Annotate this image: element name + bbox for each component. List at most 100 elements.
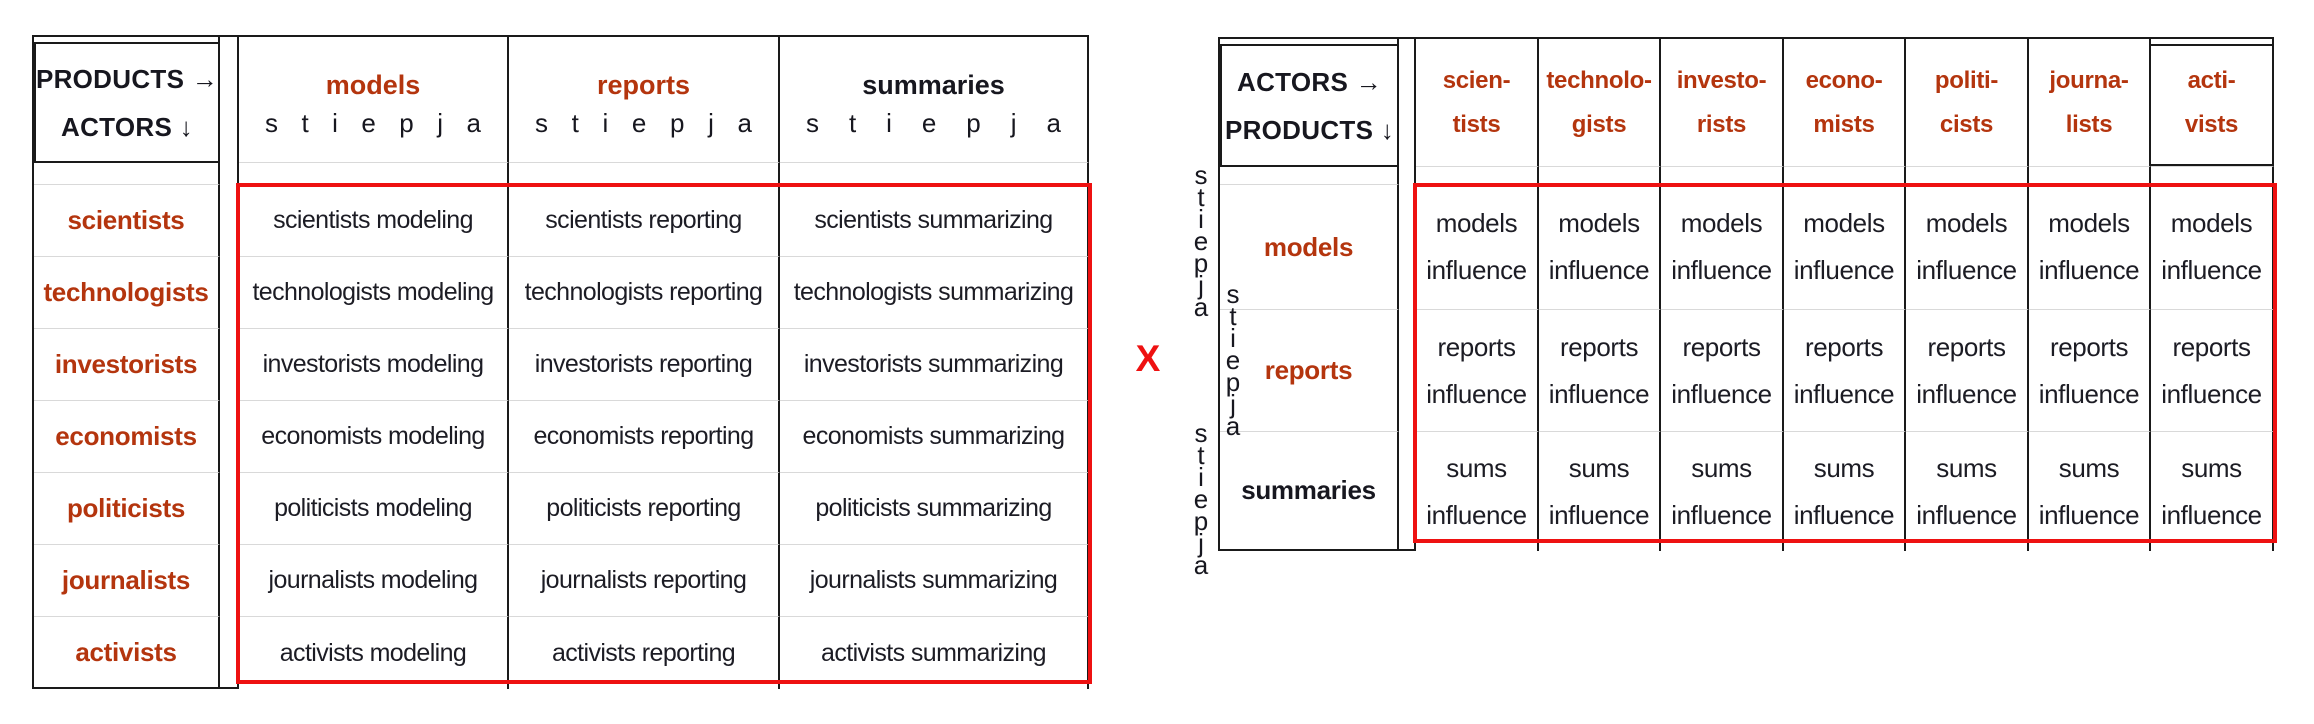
letter: s — [1226, 279, 1240, 309]
corner-header-box: ACTORS → PRODUCTS ↓ — [1220, 44, 1399, 167]
data-cell: activists reporting — [509, 617, 780, 689]
spacer-cell — [1906, 167, 2029, 185]
letter: i — [1198, 462, 1204, 492]
spacer-cell — [2029, 167, 2151, 185]
spacer-cell — [239, 163, 509, 185]
gap-cell — [220, 617, 239, 689]
gap-cell — [1399, 39, 1416, 167]
letter: t — [1229, 301, 1237, 331]
letter: t — [848, 108, 857, 138]
column-header-label: models — [325, 70, 421, 100]
data-cell: politicists modeling — [239, 473, 509, 545]
data-cell: technologists reporting — [509, 257, 780, 329]
data-cell: politicists summarizing — [780, 473, 1089, 545]
spacer-cell — [1539, 167, 1661, 185]
letter: t — [301, 108, 309, 138]
letter: p — [399, 108, 414, 138]
letter: a — [1193, 292, 1209, 322]
column-header-scientists: scien- tists — [1416, 39, 1539, 167]
row-label-scientists: scientists — [34, 185, 220, 257]
spacer-cell — [1784, 167, 1906, 185]
actors-products-table: ACTORS → PRODUCTS ↓ scien- tists technol… — [1194, 37, 2277, 578]
letter: s — [806, 108, 819, 138]
row-label-activists: activists — [34, 617, 220, 689]
row-label-reports: reports — [1220, 310, 1399, 432]
spacer-cell — [34, 163, 220, 185]
data-cell: journalists reporting — [509, 545, 780, 617]
data-cell: activists summarizing — [780, 617, 1089, 689]
letter: a — [1225, 411, 1241, 441]
data-cell: politicists reporting — [509, 473, 780, 545]
letter: p — [1193, 248, 1209, 278]
gap-cell — [220, 185, 239, 257]
letter: j — [1230, 389, 1236, 419]
letter: s — [1194, 160, 1208, 190]
multiplication-symbol: X — [1135, 338, 1161, 379]
letter: i — [602, 108, 609, 138]
row-label-summaries: summaries — [1220, 432, 1399, 551]
spacer-cell — [1416, 167, 1539, 185]
letter: p — [1193, 506, 1209, 536]
spacer-cell — [1220, 167, 1399, 185]
column-header-label: reports — [596, 70, 691, 100]
corner-header-box: PRODUCTS → ACTORS ↓ — [34, 42, 220, 163]
letter: t — [571, 108, 579, 138]
data-cell: journalists summarizing — [780, 545, 1089, 617]
letter: s — [265, 108, 278, 138]
data-cell: economists reporting — [509, 401, 780, 473]
corner-line-actors: ACTORS ↓ — [61, 111, 193, 142]
letter: j — [437, 108, 443, 138]
spacer-cell — [2151, 167, 2274, 185]
row-label-investorists: investorists — [34, 329, 220, 401]
data-cell: scientists summarizing — [780, 185, 1089, 257]
data-cell: activists modeling — [239, 617, 509, 689]
column-header-investorists: investo- rists — [1661, 39, 1784, 167]
letter: a — [1046, 108, 1061, 138]
data-cell: scientists reporting — [509, 185, 780, 257]
letter: j — [1010, 108, 1017, 138]
data-cell: investorists modeling — [239, 329, 509, 401]
gap-cell — [1399, 167, 1416, 185]
column-header-technologists: technolo- gists — [1539, 39, 1661, 167]
letter: a — [737, 108, 752, 138]
letter: p — [669, 108, 685, 138]
row-label-politicists: politicists — [34, 473, 220, 545]
column-header-label: summaries — [862, 70, 1005, 100]
letter: s — [535, 108, 548, 138]
letter: i — [332, 108, 338, 138]
gap-cell — [220, 401, 239, 473]
letter: e — [631, 108, 647, 138]
row-label-journalists: journalists — [34, 545, 220, 617]
letter: a — [1193, 550, 1209, 580]
data-cell: investorists summarizing — [780, 329, 1089, 401]
data-cell: technologists modeling — [239, 257, 509, 329]
corner-line-products: PRODUCTS ↓ — [1224, 114, 1395, 145]
spacer-cell — [780, 163, 1089, 185]
column-header-journalists: journa- lists — [2029, 39, 2151, 167]
gap-cell — [220, 545, 239, 617]
gap-cell — [1399, 310, 1416, 432]
letter: i — [1230, 323, 1236, 353]
data-cell: journalists modeling — [239, 545, 509, 617]
column-header-politicists: politi- cists — [1906, 39, 2029, 167]
